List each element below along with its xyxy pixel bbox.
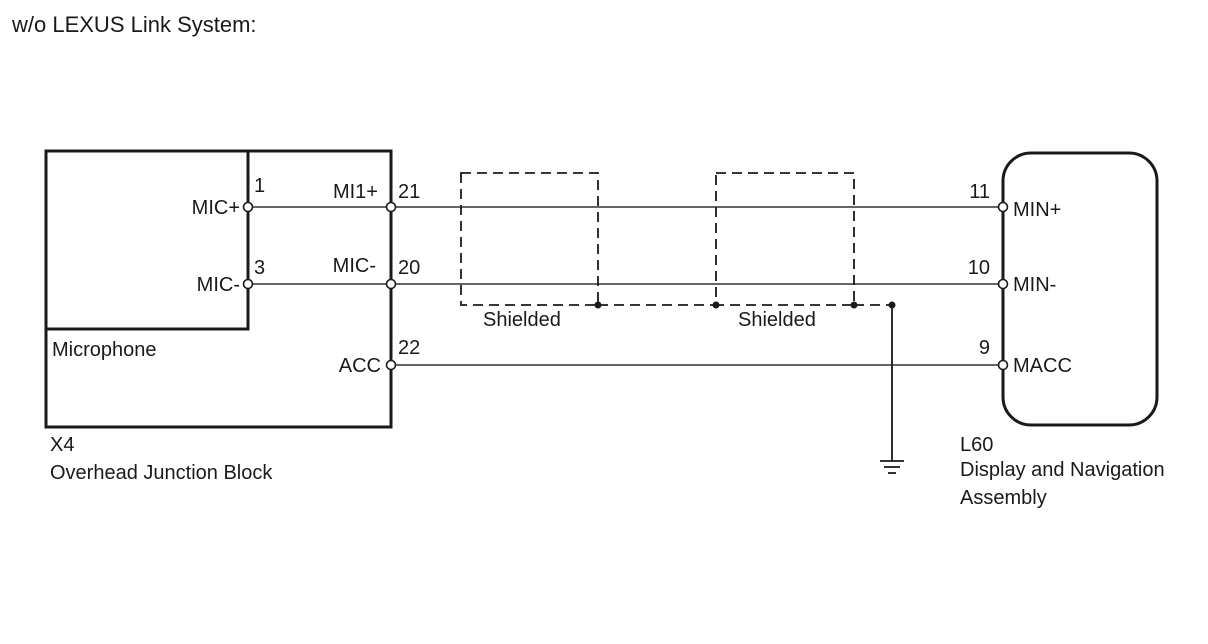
pin-label-mi1-plus: MI1+ (333, 181, 378, 203)
shield-junction-dot (712, 301, 720, 309)
microphone-label: Microphone (52, 339, 157, 361)
display-id: L60 (960, 434, 993, 456)
shield-junction-dot (594, 301, 602, 309)
shield-junction-dot (850, 301, 858, 309)
shield-box-2 (715, 172, 855, 306)
pin-label-mic-minus: MIC- (197, 274, 240, 296)
terminal-acc (385, 359, 397, 371)
pin-number-mic-minus: 3 (254, 257, 265, 279)
junction-block-name: Overhead Junction Block (50, 462, 273, 484)
pin-number-20: 20 (398, 257, 420, 279)
terminal-mi1-plus (385, 201, 397, 213)
pin-label-mic-plus: MIC+ (192, 197, 240, 219)
microphone-box (44, 149, 250, 331)
terminal-min-plus (997, 201, 1009, 213)
diagram-title: w/o LEXUS Link System: (11, 12, 257, 37)
pin-label-min-plus: MIN+ (1013, 199, 1061, 221)
pin-label-acc: ACC (339, 355, 381, 377)
pin-label-min-minus: MIN- (1013, 274, 1056, 296)
pin-number-10: 10 (968, 257, 990, 279)
junction-block-id: X4 (50, 434, 74, 456)
terminal-mic-plus (242, 201, 254, 213)
terminal-macc (997, 359, 1009, 371)
pin-label-macc: MACC (1013, 355, 1072, 377)
terminal-mic-minus (242, 278, 254, 290)
pin-number-11: 11 (969, 181, 990, 203)
terminal-min-minus (997, 278, 1009, 290)
ground-symbol-icon (880, 460, 904, 474)
pin-number-mic-plus: 1 (254, 175, 265, 197)
display-name-line2: Assembly (960, 487, 1047, 509)
pin-number-9: 9 (979, 337, 990, 359)
terminal-jb-mic-minus (385, 278, 397, 290)
display-name-line1: Display and Navigation (960, 459, 1165, 481)
pin-number-21: 21 (398, 181, 420, 203)
shield-box-1 (460, 172, 599, 306)
pin-label-jb-mic-minus: MIC- (333, 255, 376, 277)
shield-label-2: Shielded (738, 309, 816, 331)
pin-number-22: 22 (398, 337, 420, 359)
shield-label-1: Shielded (483, 309, 561, 331)
